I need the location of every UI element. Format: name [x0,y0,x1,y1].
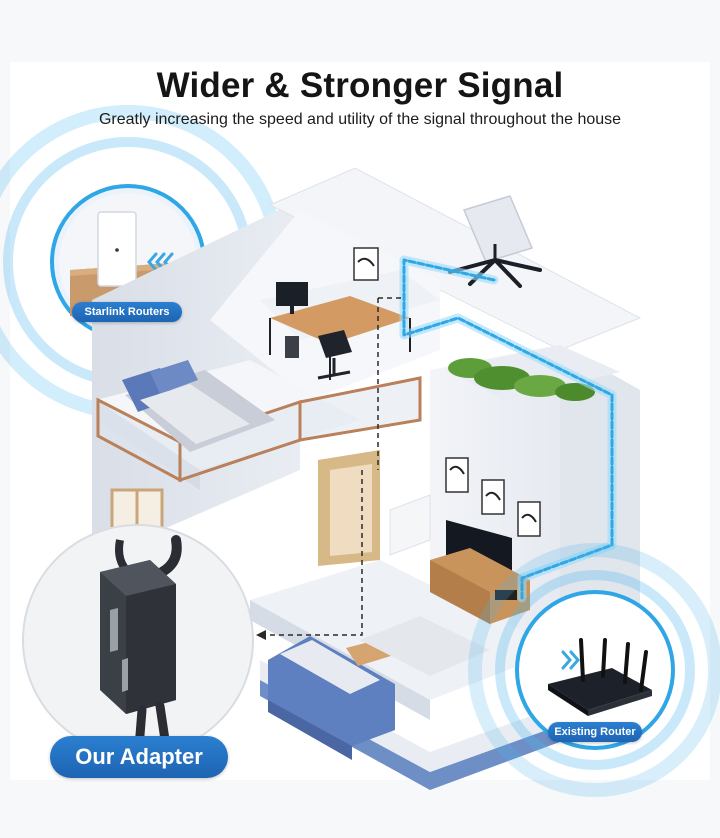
signal-chevrons-icon [561,650,580,670]
starlink-routers-label: Starlink Routers [72,302,182,322]
router-icon [548,638,652,716]
adapter-connector [260,297,404,636]
arrow-left-icon [256,630,266,640]
our-adapter-closeup [22,524,254,765]
window [110,488,164,532]
existing-router-label: Existing Router [548,722,642,742]
wall-art [353,247,541,537]
rug [360,616,490,676]
starlink-dish-icon [448,195,542,288]
tv [430,520,530,624]
signal-cable [399,255,617,603]
our-adapter-label: Our Adapter [50,736,228,778]
starlink-router-icon [97,211,137,287]
office-desk [269,282,411,380]
existing-router-signal [468,543,720,797]
sofa [268,636,404,760]
plants [445,345,620,401]
bed [122,360,275,452]
adapter-icon [100,560,176,714]
page-title: Wider & Stronger Signal [156,66,564,105]
page-subtitle: Greatly increasing the speed and utility… [98,111,622,128]
